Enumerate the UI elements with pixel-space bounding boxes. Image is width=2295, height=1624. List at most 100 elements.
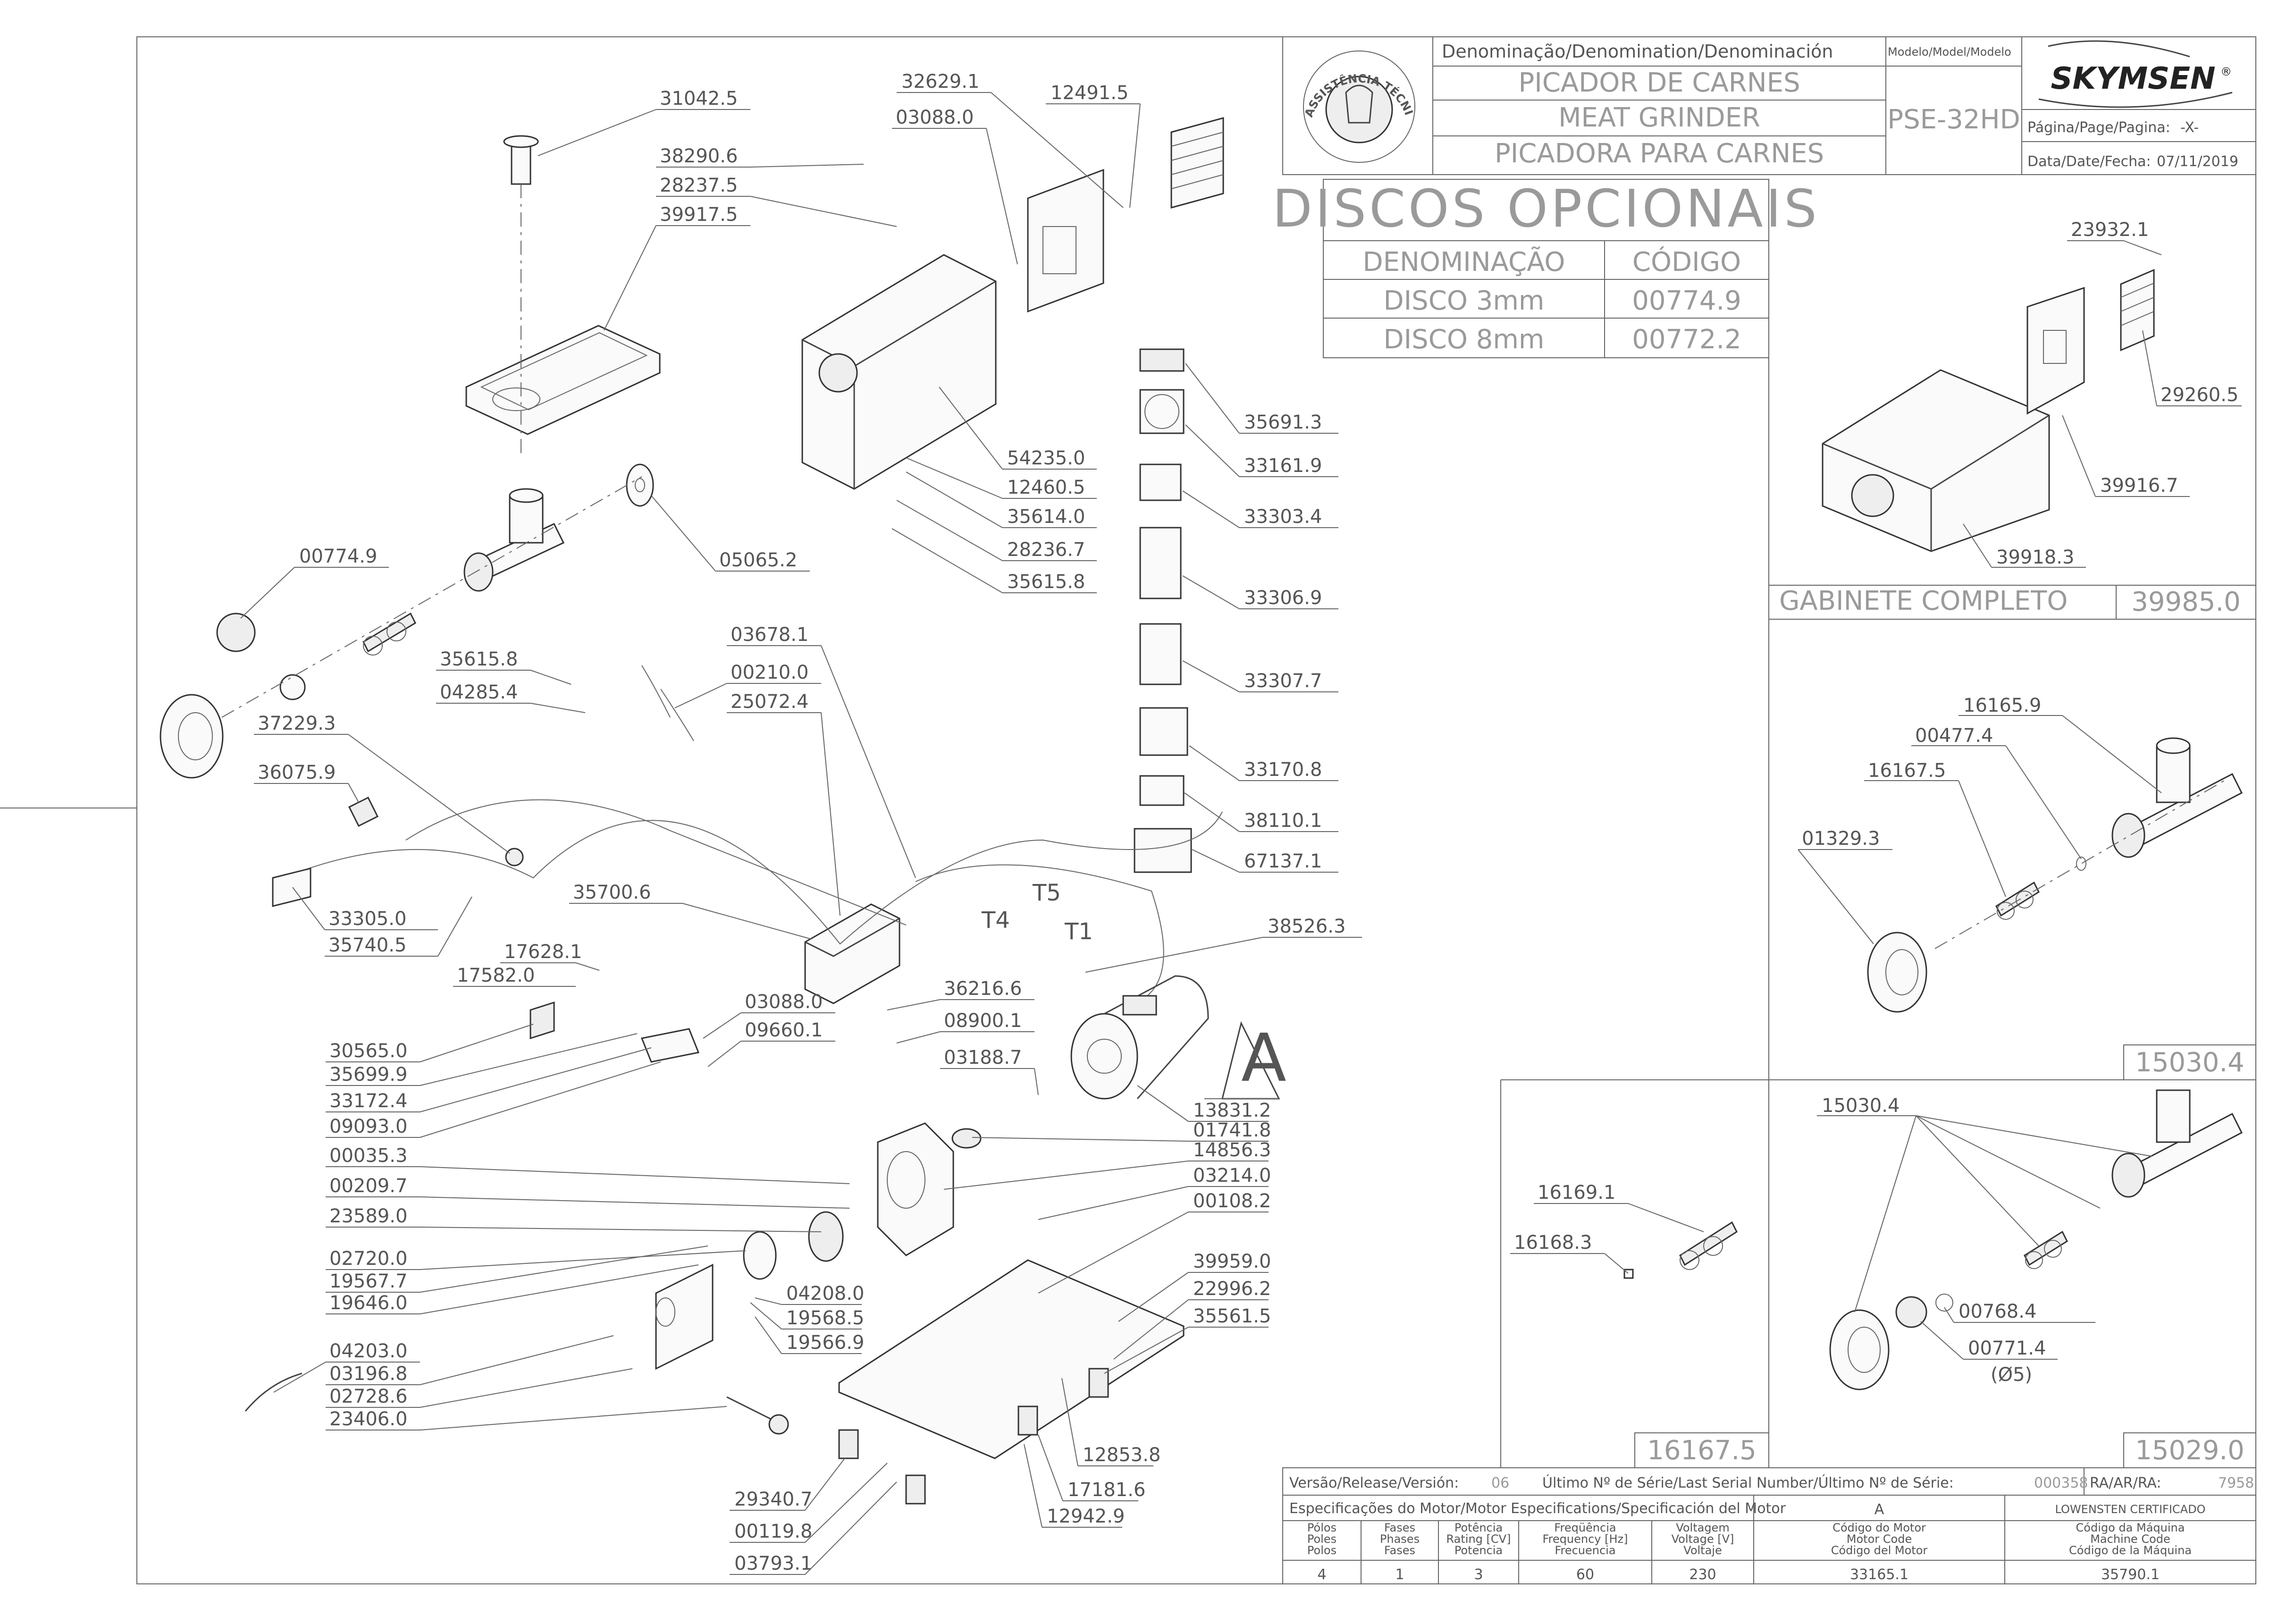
phases-value: 1 (1395, 1566, 1404, 1583)
motor-code-header-pt: Código do Motor (1833, 1521, 1926, 1534)
serial-value: 000358 (2034, 1475, 2088, 1491)
part-label-33303-4: 33303.4 (1244, 506, 1322, 528)
part-label-09660-1: 09660.1 (745, 1019, 823, 1041)
part-label-38110-1: 38110.1 (1244, 810, 1322, 832)
part-label-19567-7: 19567.7 (329, 1271, 407, 1292)
part-label-03196-8: 03196.8 (329, 1363, 407, 1385)
part-label-00119-8: 00119.8 (734, 1521, 812, 1542)
part-label-13831-2: 13831.2 (1193, 1100, 1271, 1121)
part-label-12460-5: 12460.5 (1007, 477, 1085, 498)
poles-value: 4 (1317, 1566, 1326, 1583)
voltage-header-pt: Voltagem (1676, 1521, 1729, 1534)
disc-8mm-code: 00772.2 (1632, 324, 1741, 355)
wire-label-t1: T1 (1064, 918, 1093, 945)
part-label-00774-9: 00774.9 (299, 546, 377, 567)
part-label-33170-8: 33170.8 (1244, 759, 1322, 781)
part-label-35561-5: 35561.5 (1193, 1305, 1271, 1327)
part-label-33307-7: 33307.7 (1244, 670, 1322, 692)
part-label-16165-9: 16165.9 (1963, 695, 2041, 716)
part-label-00477-4: 00477.4 (1915, 725, 1993, 747)
part-label-39959-0: 39959.0 (1193, 1251, 1271, 1272)
part-label-04208-0: 04208.0 (786, 1283, 864, 1304)
kit-15030-4-code: 15030.4 (2135, 1047, 2245, 1078)
drawing-border (136, 36, 2256, 1584)
kit-15030-4-assembly: 16165.9 00477.4 16167.5 01329.3 (1798, 695, 2243, 1013)
hole-diameter-note: (Ø5) (1991, 1364, 2032, 1386)
machine-name-es: PICADORA PARA CARNES (1495, 138, 1824, 169)
frequency-value: 60 (1576, 1566, 1594, 1583)
part-label-39917-5: 39917.5 (660, 204, 738, 226)
kit-16167-5-code: 16167.5 (1647, 1435, 1757, 1466)
column-name-header: DENOMINAÇÃO (1362, 247, 1565, 278)
part-label-33172-4: 33172.4 (329, 1090, 407, 1112)
part-label-16167-5: 16167.5 (1868, 760, 1946, 782)
main-exploded-view (160, 117, 1280, 1505)
part-label-35699-9: 35699.9 (329, 1064, 407, 1085)
kit-16167-5-assembly: 16169.1 16168.3 (1510, 1182, 1738, 1279)
part-label-36216-6: 36216.6 (944, 978, 1022, 1000)
part-label-03188-7: 03188.7 (944, 1047, 1022, 1069)
part-label-28236-7: 28236.7 (1007, 539, 1085, 561)
rating-header-es: Potencia (1454, 1544, 1503, 1557)
part-label-00108-2: 00108.2 (1193, 1190, 1271, 1212)
kit-15029-0-code: 15029.0 (2135, 1435, 2245, 1466)
motor (1070, 975, 1209, 1100)
motor-code-header-es: Código del Motor (1831, 1544, 1928, 1557)
part-label-33306-9: 33306.9 (1244, 587, 1322, 609)
poles-header-pt: Pólos (1307, 1521, 1337, 1534)
phases-header-pt: Fases (1384, 1521, 1415, 1534)
part-label-00771-4: 00771.4 (1968, 1338, 2046, 1359)
part-label-54235-0: 54235.0 (1007, 447, 1085, 469)
date-value: 07/11/2019 (2157, 153, 2238, 170)
motor-code-value: 33165.1 (1850, 1566, 1908, 1583)
column-code-header: CÓDIGO (1632, 247, 1741, 278)
rating-header-pt: Potência (1454, 1521, 1503, 1534)
motor-spec-label: Especificações do Motor/Motor Especifica… (1289, 1500, 1786, 1517)
part-label-35615-8-top: 35615.8 (1007, 571, 1085, 593)
part-label-19568-5: 19568.5 (786, 1307, 864, 1329)
part-label-35614-0: 35614.0 (1007, 506, 1085, 528)
ra-label: RA/AR/RA: (2090, 1475, 2161, 1491)
part-label-09093-0: 09093.0 (329, 1116, 407, 1137)
machine-code-header-es: Código de la Máquina (2069, 1544, 2192, 1557)
denomination-header: Denominação/Denomination/Denominación (1442, 41, 1833, 62)
skymsen-logo: SKYMSEN ® (2038, 40, 2233, 108)
voltage-header-es: Voltaje (1683, 1544, 1722, 1557)
part-label-17582-0: 17582.0 (457, 965, 535, 986)
part-label-08900-1: 08900.1 (944, 1010, 1022, 1032)
version-label: Versão/Release/Versión: (1289, 1475, 1459, 1491)
poles-header-es: Polos (1307, 1544, 1337, 1557)
disc-3mm-code: 00774.9 (1632, 286, 1741, 316)
frequency-header-pt: Freqüência (1554, 1521, 1616, 1534)
page-value: -X- (2180, 119, 2199, 136)
certificate-label: LOWENSTEN CERTIFICADO (2055, 1503, 2206, 1516)
part-label-35615-8-mid: 35615.8 (440, 648, 518, 670)
part-label-37229-3: 37229.3 (258, 713, 336, 734)
wire-label-t4: T4 (981, 907, 1010, 934)
part-label-17181-6: 17181.6 (1068, 1479, 1145, 1501)
brand-trademark: ® (2220, 65, 2232, 78)
part-label-31042-5: 31042.5 (660, 88, 738, 109)
version-value: 06 (1491, 1475, 1509, 1491)
motor-marker-a: A (1241, 1020, 1286, 1097)
machine-code-value: 35790.1 (2101, 1566, 2160, 1583)
model-header: Modelo/Model/Modelo (1888, 45, 2011, 59)
part-label-23932-1: 23932.1 (2071, 219, 2149, 241)
part-label-38290-6: 38290.6 (660, 145, 738, 167)
part-label-00035-3: 00035.3 (329, 1145, 407, 1167)
part-label-04203-0: 04203.0 (329, 1340, 407, 1362)
part-label-33161-9: 33161.9 (1244, 455, 1322, 477)
part-label-15030-4: 15030.4 (1822, 1095, 1900, 1117)
part-label-12491-5: 12491.5 (1051, 82, 1128, 104)
model-value: PSE-32HD (1887, 104, 2020, 135)
part-label-19646-0: 19646.0 (329, 1292, 407, 1314)
disc-3mm-name: DISCO 3mm (1384, 286, 1545, 316)
part-label-04285-4: 04285.4 (440, 682, 518, 703)
wire-label-t5: T5 (1032, 880, 1061, 906)
frequency-header-es: Frecuencia (1555, 1544, 1615, 1557)
phases-header-en: Phases (1380, 1532, 1420, 1546)
part-label-30565-0: 30565.0 (329, 1040, 407, 1062)
part-label-03088-0-mid: 03088.0 (745, 991, 823, 1013)
part-label-14856-3: 14856.3 (1193, 1139, 1271, 1161)
